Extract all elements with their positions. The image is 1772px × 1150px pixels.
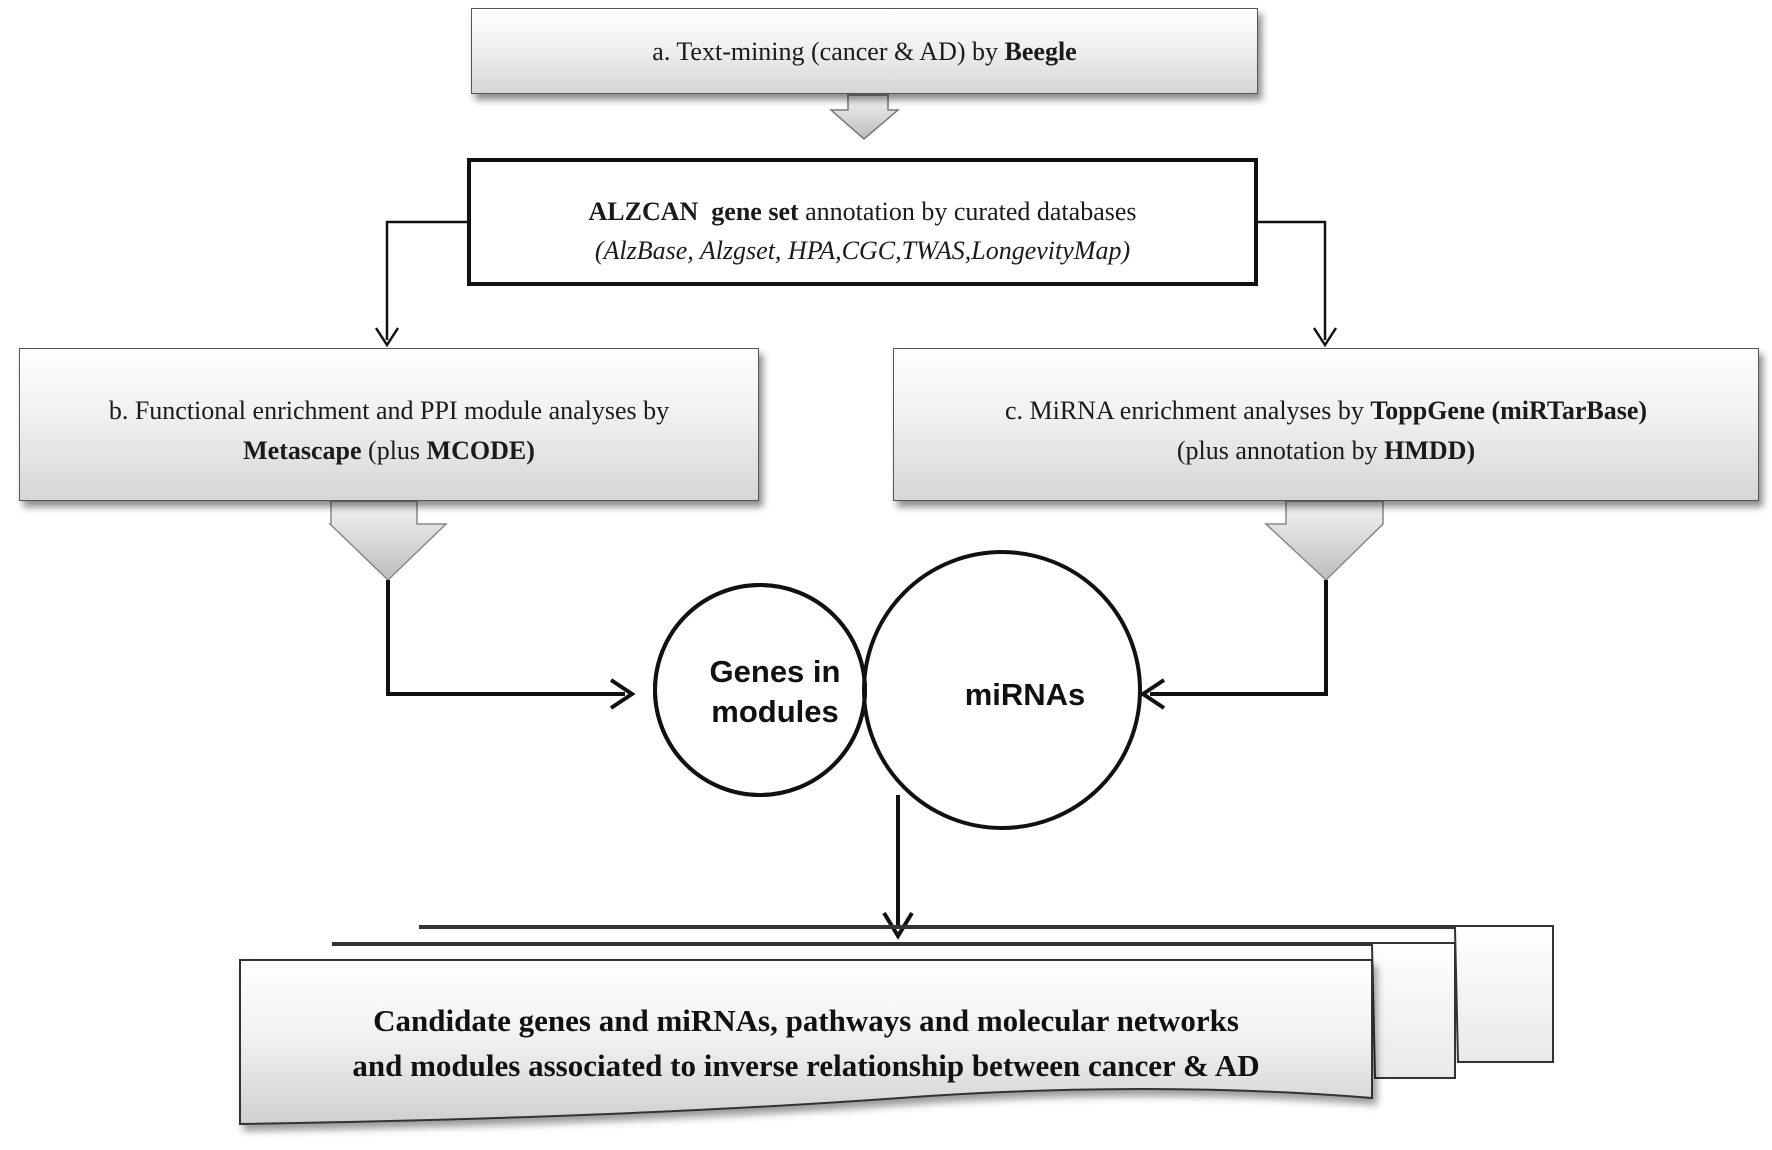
arrowhead-to-b xyxy=(374,327,400,348)
step-b-line2: Metascape (plus MCODE) xyxy=(20,431,758,471)
block-arrow-b xyxy=(328,500,448,582)
venn-circle-genes-right xyxy=(653,583,867,797)
arrowhead-to-c xyxy=(1312,327,1338,348)
alzcan-databases: (AlzBase, Alzgset, HPA,CGC,TWAS,Longevit… xyxy=(594,236,1131,265)
alzcan-name: ALZCAN xyxy=(588,197,699,226)
step-c-label: c. MiRNA enrichment analyses by xyxy=(1004,396,1371,425)
arrowhead-to-output xyxy=(882,911,914,940)
arrowhead-to-mirnas xyxy=(1139,678,1166,710)
step-c-annotation-tool: HMDD) xyxy=(1384,436,1476,465)
block-arrow-a xyxy=(829,94,901,140)
venn-label-genes: Genes in modules xyxy=(660,652,890,732)
alzcan-box: ALZCAN gene set annotation by curated da… xyxy=(467,158,1258,286)
step-a-box: a. Text-mining (cancer & AD) by Beegle xyxy=(471,8,1258,94)
output-stack-front xyxy=(239,959,1373,1126)
venn-mirnas-text: miRNAs xyxy=(964,677,1086,712)
step-c-box: c. MiRNA enrichment analyses by ToppGene… xyxy=(893,348,1759,501)
step-c-line2: (plus annotation by HMDD) xyxy=(894,431,1758,471)
step-c-line1: c. MiRNA enrichment analyses by ToppGene… xyxy=(894,391,1758,431)
step-a-label: a. Text-mining (cancer & AD) by xyxy=(652,37,1005,66)
connector-b-to-genes xyxy=(386,580,625,696)
connector-c-to-mirnas xyxy=(1150,580,1328,696)
output-line1: Candidate genes and miRNAs, pathways and… xyxy=(373,1003,1239,1038)
step-b-plus-tool: MCODE) xyxy=(426,436,535,465)
arrowhead-to-genes xyxy=(609,678,636,710)
block-arrow-c xyxy=(1264,500,1384,582)
step-c-tool: ToppGene (miRTarBase) xyxy=(1370,396,1648,425)
venn-label-mirnas: miRNAs xyxy=(940,675,1110,715)
step-b-tool: Metascape xyxy=(243,436,362,465)
step-b-plus: (plus xyxy=(361,436,427,465)
output-stack-middle xyxy=(332,942,1456,1079)
step-b-box: b. Functional enrichment and PPI module … xyxy=(19,348,759,501)
alzcan-gene-set: gene set xyxy=(711,197,799,226)
step-a-tool: Beegle xyxy=(1004,37,1077,66)
alzcan-title-line: ALZCAN gene set annotation by curated da… xyxy=(471,192,1254,231)
connector-alzcan-to-c xyxy=(1256,220,1327,340)
step-c-annotation: (plus annotation by xyxy=(1176,436,1385,465)
connector-alzcan-to-b xyxy=(385,220,467,340)
output-line2: and modules associated to inverse relati… xyxy=(352,1048,1260,1083)
venn-genes-line1: Genes in xyxy=(709,654,841,689)
output-stack-back xyxy=(419,925,1554,1063)
output-text: Candidate genes and miRNAs, pathways and… xyxy=(240,998,1372,1088)
alzcan-suffix: annotation by curated databases xyxy=(798,197,1137,226)
step-b-line1: b. Functional enrichment and PPI module … xyxy=(108,396,670,425)
step-a-text: a. Text-mining (cancer & AD) by Beegle xyxy=(472,37,1257,67)
venn-genes-line2: modules xyxy=(711,694,839,729)
